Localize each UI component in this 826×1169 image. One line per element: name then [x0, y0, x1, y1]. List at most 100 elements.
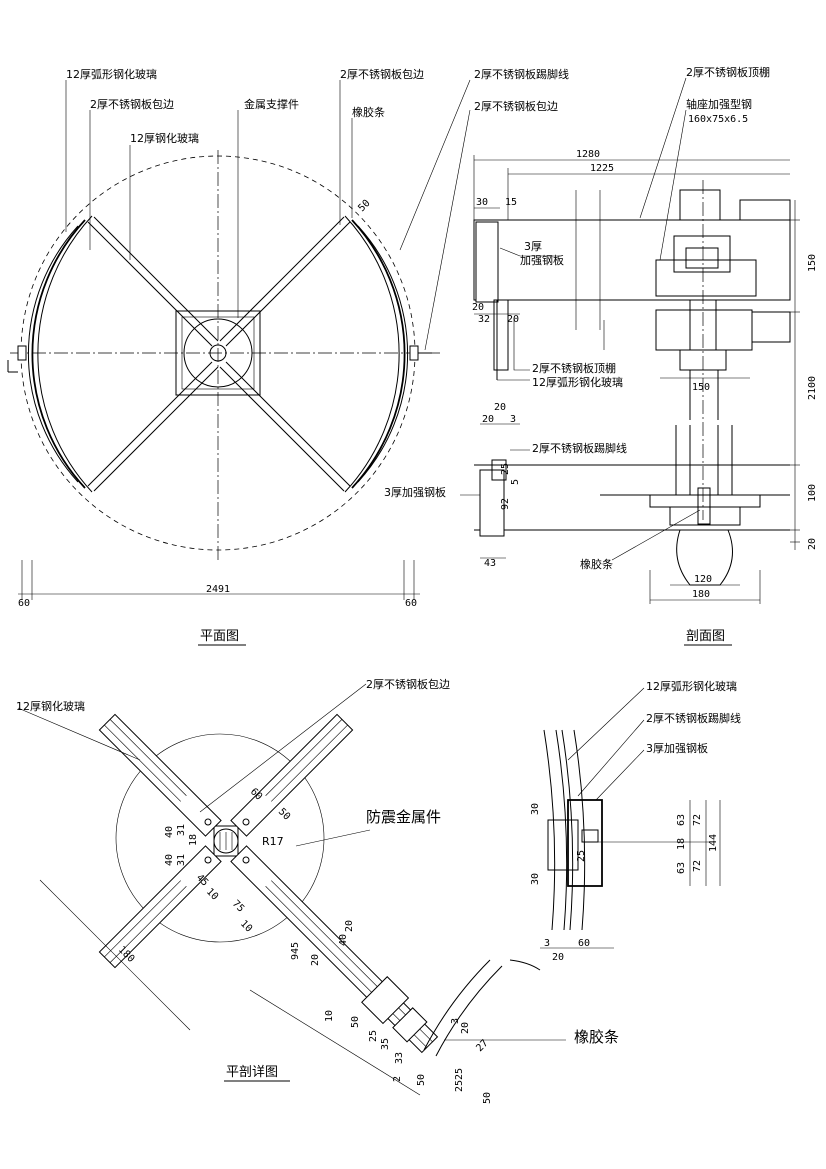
detail-dim-10c: 10	[324, 1010, 335, 1022]
edge-dim-72a: 72	[692, 814, 703, 826]
plan-center-square	[175, 310, 261, 396]
detail-label-rubber: 橡胶条	[574, 1028, 619, 1046]
detail-dim-20c: 20	[460, 1022, 471, 1034]
section-glass	[493, 299, 509, 371]
plan-dim-50: 50	[356, 198, 372, 214]
plan-label-top-edge2: 2厚不锈钢板包边	[474, 99, 558, 113]
edge-dim-25: 25	[576, 850, 587, 862]
section-dim-20a: 20	[472, 302, 484, 313]
section-dim-v2100: 2100	[807, 376, 818, 400]
section-dim-v100: 100	[807, 484, 818, 502]
detail-curved-glass	[423, 959, 491, 1051]
section-floor-plate	[649, 494, 761, 508]
section-dim-15: 15	[505, 197, 517, 208]
detail-dim-40b: 40	[164, 854, 175, 866]
section-dim-v150: 150	[807, 254, 818, 272]
edge-detail-view: 30 30 25 63 18 63 72 72 144 3 20 60 12厚弧…	[530, 679, 741, 963]
edge-detail-plate	[567, 799, 603, 887]
detail-dim-25: 25	[368, 1030, 379, 1042]
detail-dim-180-line	[39, 879, 191, 1031]
edge-label-kick: 2厚不锈钢板踢脚线	[646, 711, 741, 725]
section-label-reinforce2: 加强钢板	[520, 253, 564, 267]
section-label-bearing-steel: 轴座加强型钢	[686, 97, 752, 111]
detail-dim-18a: 18	[188, 834, 199, 846]
edge-dim-30b: 30	[530, 873, 541, 885]
plan-curved-glass-right	[351, 219, 406, 489]
detail-dim-20a: 20	[310, 954, 321, 966]
detail-dim-50b: 50	[350, 1016, 361, 1028]
section-dim-1225: 1225	[590, 163, 614, 174]
plan-title: 平面图	[200, 629, 239, 644]
section-dim-20b: 20	[507, 314, 519, 325]
plan-curved-glass-right-inner	[357, 225, 409, 483]
detail-circle	[115, 733, 325, 943]
section-dim-1280: 1280	[576, 149, 600, 160]
plan-fitting-right	[409, 345, 419, 361]
plan-label-steel-edge-right: 2厚不锈钢板包边	[340, 67, 424, 81]
section-hinge-top	[655, 309, 753, 351]
detail-dim-50c: 50	[416, 1074, 427, 1086]
detail-dim-10b: 10	[238, 918, 254, 934]
edge-dim-63a: 63	[676, 814, 687, 826]
plan-fitting-left	[17, 345, 27, 361]
section-reinforce-plate	[475, 221, 499, 303]
section-dim-5: 5	[510, 479, 521, 485]
edge-detail-rubber	[547, 819, 579, 871]
section-dim-20c: 20	[494, 402, 506, 413]
plan-dim-left: 60	[18, 598, 30, 609]
edge-label-plate: 3厚加强钢板	[646, 741, 708, 755]
detail-dim-20b: 20	[344, 920, 355, 932]
edge-detail-glass-left	[543, 729, 556, 931]
plan-curved-glass-left	[31, 219, 86, 489]
plan-label-curved-glass: 12厚弧形钢化玻璃	[66, 67, 157, 81]
edge-dim-18: 18	[676, 838, 687, 850]
section-dim-25: 25	[500, 463, 511, 475]
plan-dim-total: 2491	[206, 584, 230, 595]
plan-label-rubber-strip: 橡胶条	[352, 105, 385, 119]
plan-curved-glass-right-outer	[344, 215, 400, 493]
edge-dim-60: 60	[578, 938, 590, 949]
plan-glass-panels	[87, 216, 351, 492]
plan-leaders	[65, 79, 471, 351]
section-dim-32: 32	[478, 314, 490, 325]
detail-label-anti-seismic: 防震金属件	[366, 808, 441, 826]
section-kick-plate	[479, 469, 505, 537]
edge-dim-20: 20	[552, 952, 564, 963]
section-dim-180: 180	[692, 589, 710, 600]
plan-center-pivot	[209, 344, 227, 362]
section-title: 剖面图	[686, 629, 725, 644]
detail-dim-945: 945	[290, 942, 301, 960]
detail-dim-35: 35	[380, 1038, 391, 1050]
section-label-reinforce: 3厚	[524, 240, 542, 253]
edge-dim-144: 144	[708, 834, 719, 852]
plan-center-circle	[183, 318, 253, 388]
section-label-rubber: 橡胶条	[580, 557, 613, 571]
detail-dim-2525: 2525	[454, 1068, 465, 1092]
section-label-ceiling-low: 2厚不锈钢板顶棚	[532, 361, 616, 375]
section-dim-30: 30	[476, 197, 488, 208]
edge-label-curved: 12厚弧形钢化玻璃	[646, 679, 737, 693]
edge-dim-72b: 72	[692, 860, 703, 872]
detail-dim-2: 2	[392, 1076, 403, 1082]
section-dim-120: 120	[694, 574, 712, 585]
detail-dim-75: 75	[230, 898, 246, 914]
detail-dim-31b: 31	[176, 854, 187, 866]
plan-label-tempered-glass: 12厚钢化玻璃	[130, 131, 199, 145]
section-dim-3: 3	[510, 414, 516, 425]
detail-dim-31a: 31	[176, 824, 187, 836]
detail-label-edge: 2厚不锈钢板包边	[366, 677, 450, 691]
section-dim-43: 43	[484, 558, 496, 569]
detail-dim-40c: 40	[338, 934, 349, 946]
detail-dim-33: 33	[394, 1052, 405, 1064]
plan-dim-right: 60	[405, 598, 417, 609]
section-bearing-nut	[673, 235, 731, 273]
detail-dim-3: 3	[450, 1018, 461, 1024]
detail-label-r17: R17	[262, 835, 284, 848]
section-view: 1280 1225 30 15 20 32 20	[384, 65, 818, 646]
detail-dim-50d: 50	[482, 1092, 493, 1104]
section-dim-92: 92	[500, 498, 511, 510]
plan-center-square-inner	[181, 316, 255, 390]
section-label-curved-glass-low: 12厚弧形钢化玻璃	[532, 375, 623, 389]
section-dim-20d: 20	[482, 414, 494, 425]
